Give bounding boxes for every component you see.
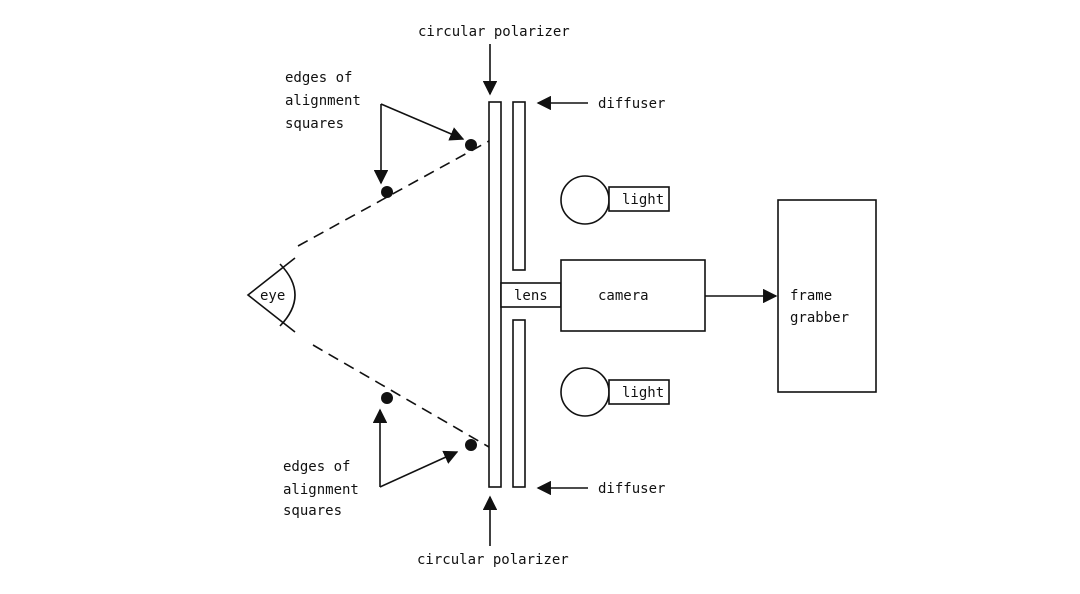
alignment-dot-top-far	[381, 186, 393, 198]
edges-top-label-line1: edges of	[285, 70, 352, 86]
lens-label: lens	[514, 288, 548, 304]
frame-grabber-label-line2: grabber	[790, 310, 849, 326]
diffuser-top-label: diffuser	[598, 96, 665, 112]
eye-lens-arc	[279, 263, 296, 327]
sightline-top	[297, 140, 490, 247]
light-top-box	[608, 186, 670, 212]
alignment-dot-top-near	[465, 139, 477, 151]
edges-bottom-label-line1: edges of	[283, 459, 350, 475]
edges-bottom-label-line2: alignment	[283, 482, 359, 498]
edges-top-leader	[380, 103, 465, 141]
alignment-dot-bottom-near	[465, 439, 477, 451]
edges-bottom-label-line3: squares	[283, 503, 342, 519]
circular-polarizer-top-label: circular polarizer	[418, 24, 570, 40]
light-top-label: light	[622, 192, 664, 208]
edges-bottom-leader	[379, 450, 459, 488]
circular-polarizer-bottom-label: circular polarizer	[417, 552, 569, 568]
frame-grabber-label-line1: frame	[790, 288, 832, 304]
alignment-dot-bottom-far	[381, 392, 393, 404]
frame-grabber-box	[777, 199, 877, 393]
light-top-bulb	[560, 175, 610, 225]
light-bottom-box	[608, 379, 670, 405]
sightline-bottom	[312, 344, 490, 448]
diffuser-top-plate	[512, 101, 526, 271]
diffuser-bottom-plate	[512, 319, 526, 488]
diffuser-bottom-label: diffuser	[598, 481, 665, 497]
edges-top-label-line2: alignment	[285, 93, 361, 109]
eye-label: eye	[260, 288, 285, 304]
light-bottom-bulb	[560, 367, 610, 417]
lens-box	[500, 282, 562, 308]
edges-top-label-line3: squares	[285, 116, 344, 132]
eye-outline	[246, 257, 296, 333]
camera-box	[560, 259, 706, 332]
camera-label: camera	[598, 288, 649, 304]
circular-polarizer-plate	[488, 101, 502, 488]
light-bottom-label: light	[622, 385, 664, 401]
